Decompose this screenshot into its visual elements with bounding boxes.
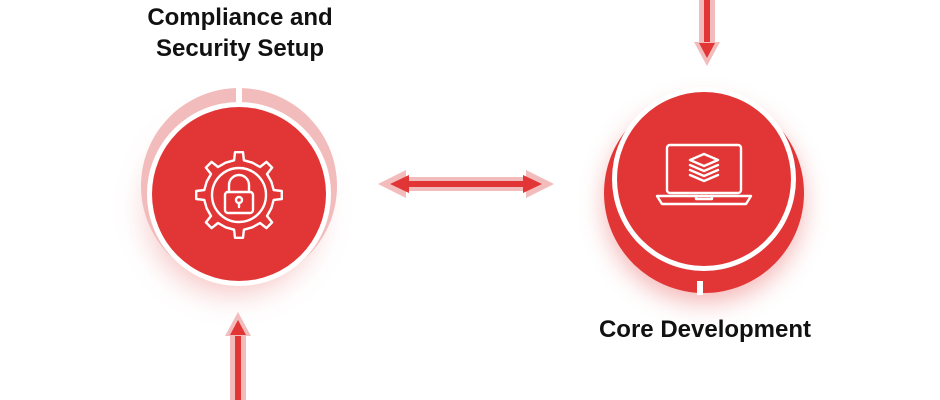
ring-marker [697,281,703,295]
node-label-core-development: Core Development [598,316,812,343]
core-development-node [604,87,804,293]
incoming-arrow-top [694,0,720,66]
gear-lock-icon [195,151,283,239]
ring-marker [236,88,242,102]
node-label-compliance: Compliance and Security Setup [147,4,333,62]
node-disc [152,107,326,281]
compliance-security-node [141,88,337,296]
node-disc [617,92,791,266]
laptop-layers-icon [655,143,753,206]
incoming-arrow-bottom [225,312,251,400]
bidirectional-arrow [378,170,554,198]
